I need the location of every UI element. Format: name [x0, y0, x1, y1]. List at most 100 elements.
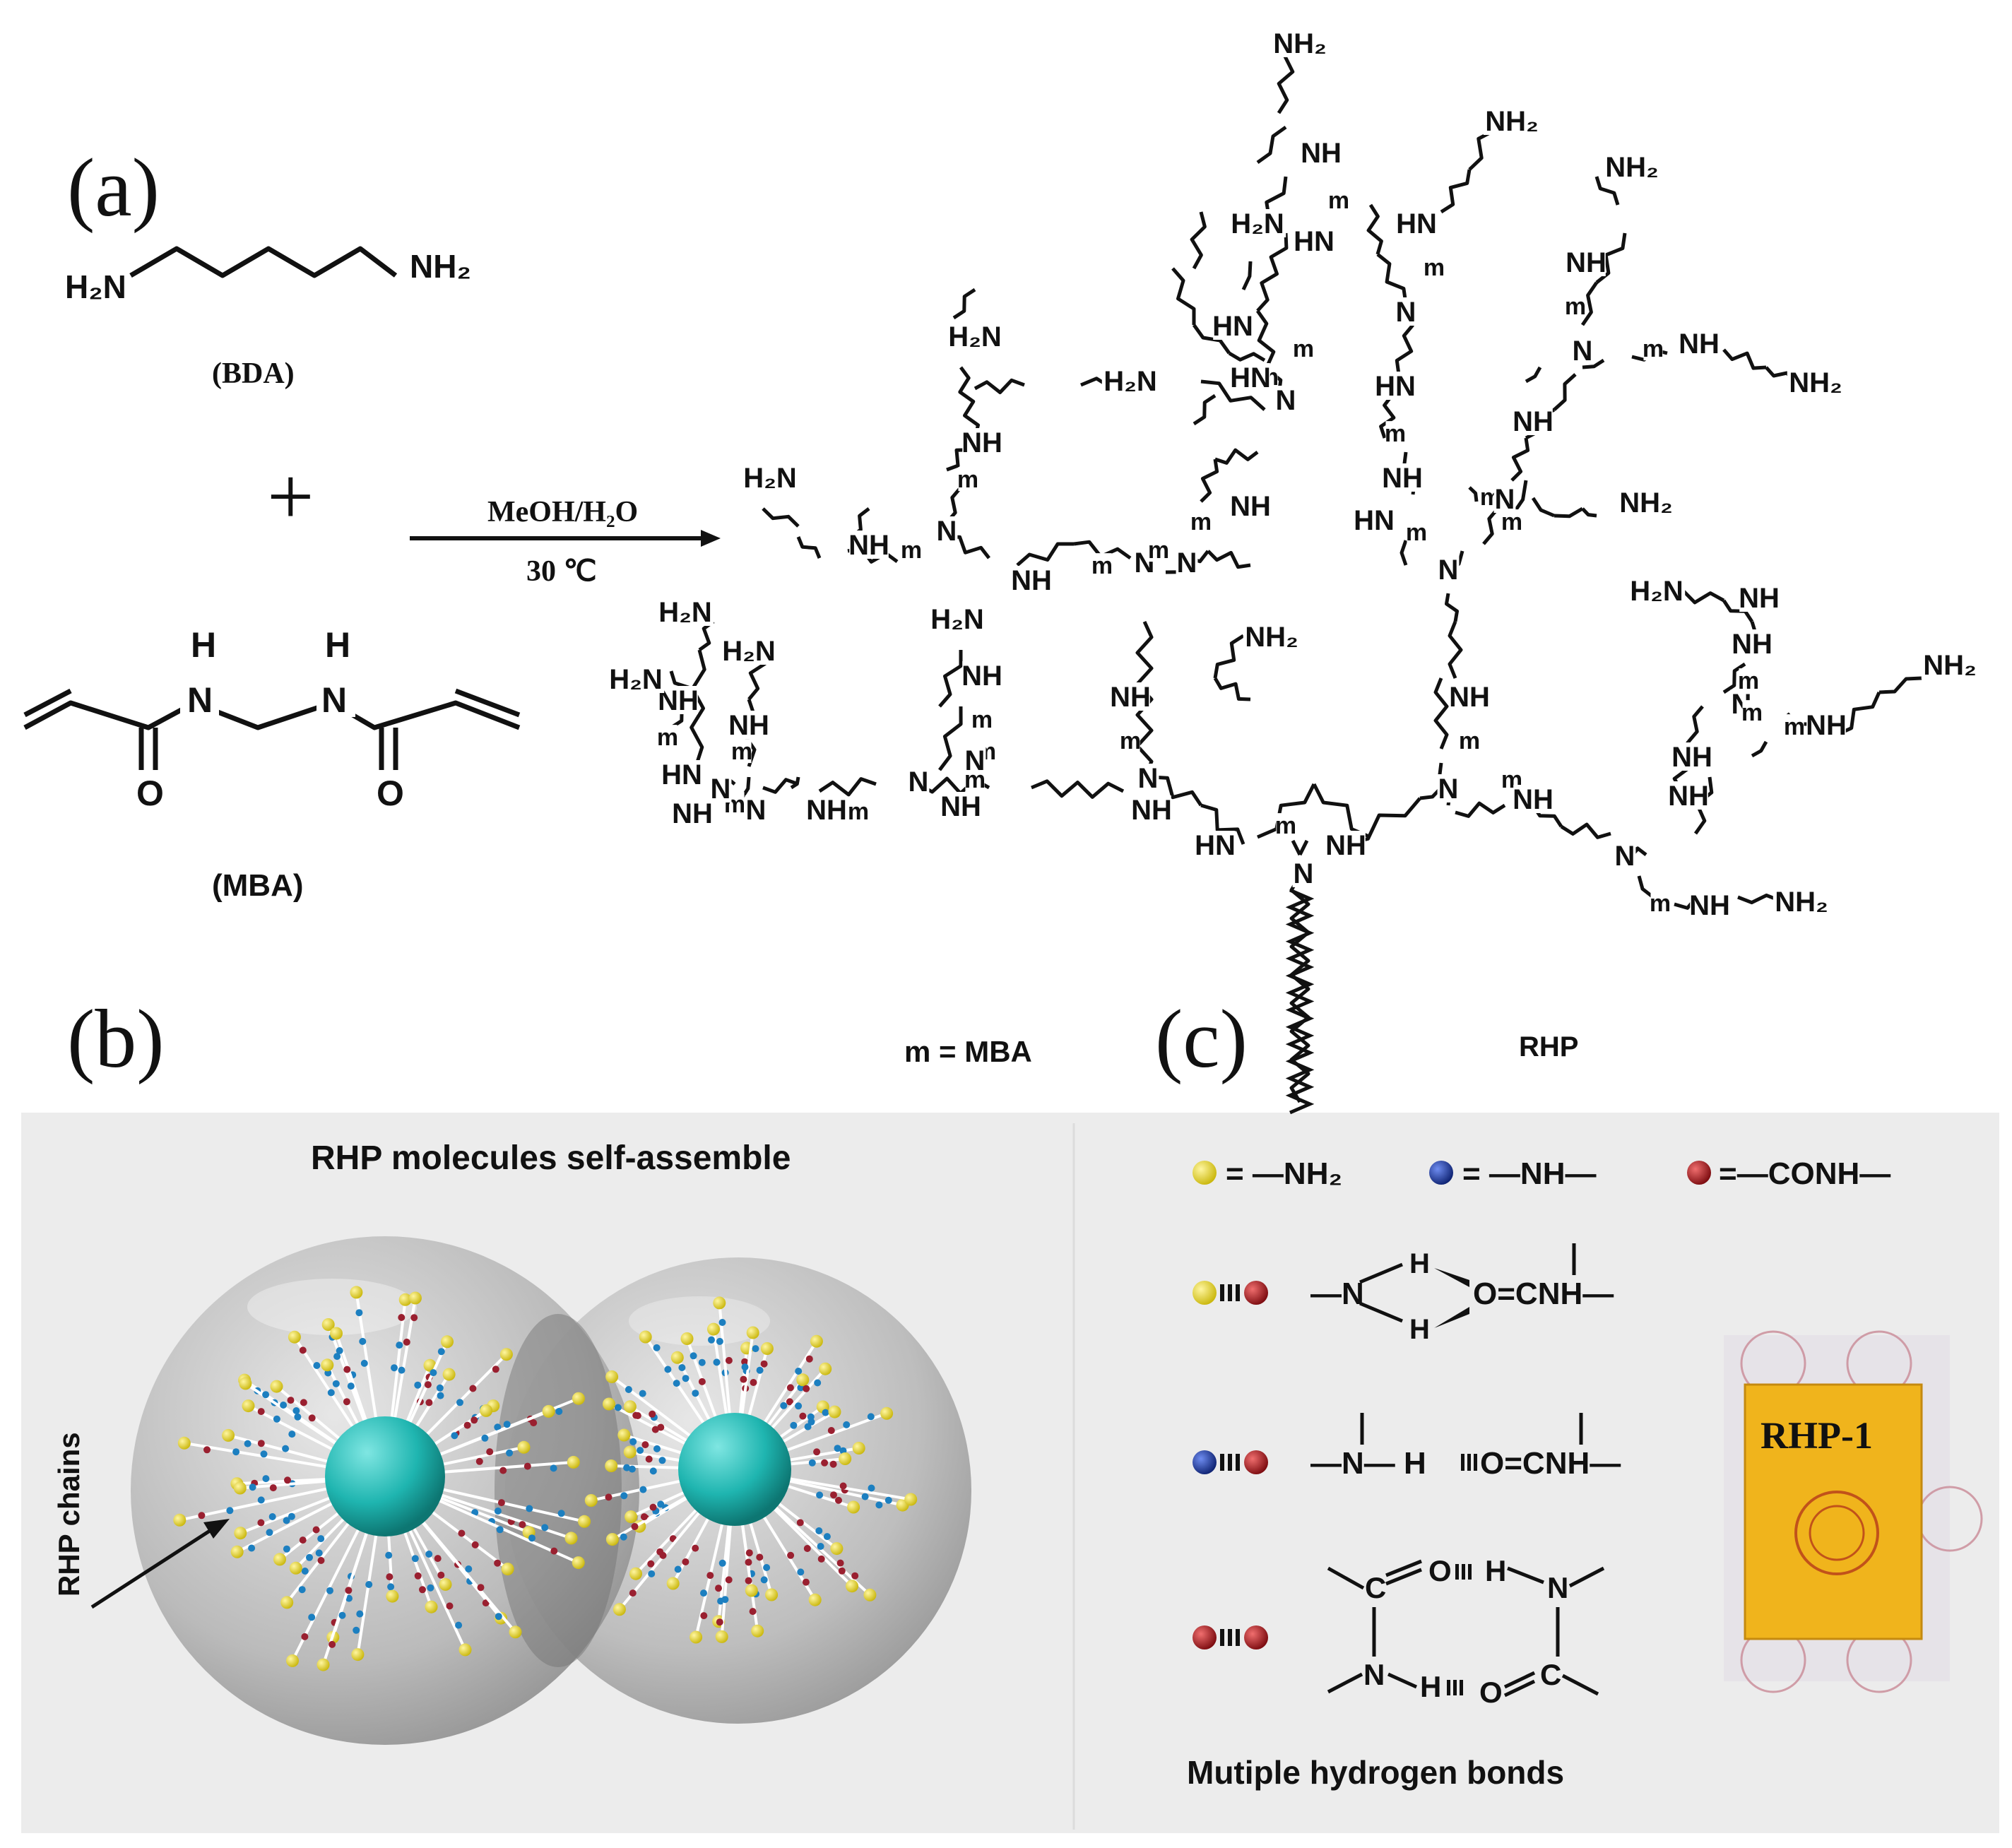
rhp-chain	[293, 1336, 360, 1436]
chain-bead	[745, 1558, 752, 1566]
chain-bead	[244, 1440, 252, 1447]
atom-label-m: m	[1565, 293, 1586, 320]
chain-bead	[813, 1448, 821, 1456]
chain-end-amine	[288, 1330, 301, 1344]
atom-label-background	[741, 463, 799, 492]
bond-line	[1298, 839, 1309, 856]
chain-bead	[555, 1408, 563, 1415]
atom-label-m: m	[1741, 699, 1763, 726]
chain-bead	[226, 1507, 234, 1515]
chain-bead	[437, 1348, 445, 1356]
atom-label-background	[1806, 711, 1846, 739]
chain-end-amine	[423, 1358, 437, 1372]
atom-label-background	[658, 686, 698, 714]
atom-label-nh: NH	[1513, 406, 1554, 437]
chain-bead	[451, 1432, 458, 1440]
chain-bead	[411, 1555, 419, 1563]
chain-bead	[257, 1440, 265, 1447]
carbon-chain	[1213, 677, 1251, 701]
carbon-chain	[1835, 691, 1881, 737]
chain-bead	[749, 1608, 757, 1616]
panel-label-a: (a)	[67, 141, 160, 234]
atom-label-hn: HN	[1354, 505, 1395, 536]
atom-label-nh2: NH₂	[1485, 106, 1539, 137]
chain-end-amine	[603, 1397, 615, 1411]
atom-label-background	[1450, 682, 1489, 711]
carbon-chain	[1213, 634, 1245, 679]
atom-label-background	[662, 760, 702, 788]
rhp-chain	[356, 1524, 379, 1655]
chain-bead	[760, 1576, 768, 1584]
atom-label-background	[1614, 841, 1636, 870]
chain-bead	[795, 1368, 803, 1375]
chain-bead	[414, 1572, 422, 1580]
chain-bead	[708, 1336, 715, 1344]
atom-label-background	[807, 795, 846, 824]
chain-bead	[843, 1421, 851, 1428]
atom-label-m: m	[1120, 728, 1141, 754]
chain-bead	[391, 1364, 398, 1372]
chain-end-amine	[760, 1342, 774, 1355]
chain-end-amine	[330, 1327, 343, 1340]
rhp-chain	[783, 1476, 911, 1501]
atom-label-background	[962, 428, 1002, 456]
atom-label-background	[709, 774, 732, 802]
chain-bead	[756, 1553, 764, 1561]
atom-label-nh: NH	[1668, 781, 1709, 812]
atom-label-m: m	[957, 466, 978, 493]
atom-label-background	[1120, 728, 1140, 753]
chain-bead	[706, 1572, 714, 1580]
chain-bead	[497, 1499, 505, 1507]
atom-label-h2n: H₂N	[948, 321, 1002, 353]
atom-label-background	[1407, 520, 1426, 545]
carbon-chain	[1151, 775, 1203, 807]
bond-row-nh-conh: —N— H O=CNH—	[1193, 1413, 1621, 1481]
atom-label-background	[729, 711, 769, 739]
atom-label-nh: NH	[1689, 890, 1730, 921]
red-ball-icon	[1244, 1281, 1268, 1305]
atom-label-background	[1243, 622, 1301, 651]
atom-label-n: N	[937, 516, 957, 547]
atom-label-background	[1787, 368, 1845, 396]
chain-end-amine	[584, 1494, 598, 1507]
m-definition: m = MBA	[904, 1035, 1032, 1068]
chain-bead	[232, 1448, 240, 1456]
chain-bead	[653, 1344, 661, 1351]
chain-bead	[385, 1551, 393, 1559]
chain-bead	[815, 1527, 823, 1534]
chain-bead	[752, 1345, 759, 1353]
chain-bead	[410, 1314, 418, 1322]
atom-label-m: m	[1784, 713, 1805, 740]
chain-end-amine	[578, 1515, 591, 1528]
chain-bead	[458, 1529, 466, 1537]
atom-label-background	[1513, 407, 1553, 435]
chain-end-amine	[713, 1296, 726, 1310]
atom-label-background	[1395, 297, 1417, 326]
carbon-chain	[1580, 281, 1599, 326]
chain-bead	[639, 1390, 646, 1397]
atom-label-m: m	[657, 724, 678, 751]
chain-bead	[425, 1551, 433, 1558]
atom-label-nh: NH	[1382, 463, 1423, 494]
atom-label-background	[1424, 255, 1444, 280]
carbon-chain	[1200, 803, 1245, 845]
chain-bead	[629, 1438, 637, 1445]
chain-bead	[805, 1355, 813, 1363]
chain-bead	[430, 1369, 437, 1377]
chain-end-amine	[839, 1452, 852, 1465]
atom-label-hn: HN	[1396, 208, 1437, 239]
panel-c-footer: Mutiple hydrogen bonds	[1187, 1754, 1564, 1791]
chain-bead	[359, 1337, 367, 1345]
carbon-chain	[1171, 267, 1196, 325]
rhp-chain	[634, 1504, 702, 1575]
atom-label-background	[1785, 714, 1804, 739]
chain-bead	[519, 1521, 526, 1529]
chain-end-amine	[605, 1533, 619, 1546]
chain-end-amine	[629, 1567, 642, 1580]
atom-label-background	[656, 598, 714, 626]
chain-bead	[414, 1381, 422, 1389]
chain-bead	[780, 1402, 788, 1409]
chain-bead	[868, 1484, 875, 1492]
atom-label-background	[1483, 107, 1541, 135]
chain-bead	[803, 1385, 810, 1392]
